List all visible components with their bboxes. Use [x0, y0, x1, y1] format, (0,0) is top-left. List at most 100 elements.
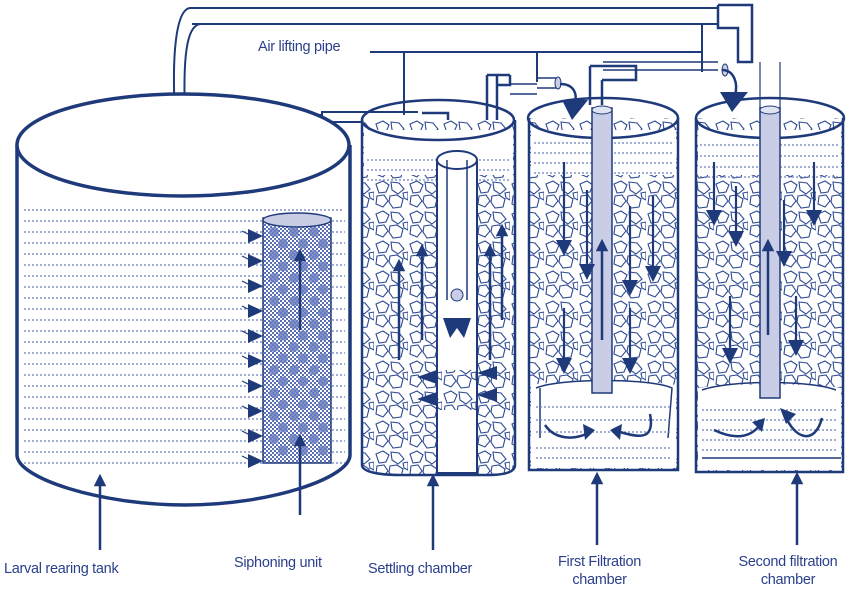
down-arrow-icon — [622, 280, 638, 296]
inflow-tail — [241, 355, 251, 361]
inflow-tail — [241, 330, 251, 336]
bead — [269, 388, 279, 398]
bead — [309, 227, 319, 237]
tank-water-lines — [24, 209, 345, 464]
bead — [269, 296, 279, 306]
bead — [289, 365, 299, 375]
inflow-arrow-icon — [248, 354, 263, 368]
bead — [318, 284, 328, 295]
label-first-filtration-chamber: First Filtration chamber — [552, 553, 647, 589]
inflow-arrow-icon — [248, 379, 263, 393]
bead — [269, 273, 279, 283]
bead — [278, 307, 288, 318]
inflow-tail — [241, 430, 251, 436]
bead — [309, 273, 319, 283]
bead — [298, 376, 308, 387]
bead — [269, 227, 279, 237]
label-first-filtration-line2: chamber — [572, 572, 627, 588]
label-air-lifting-pipe: Air lifting pipe — [258, 39, 341, 55]
bead — [289, 388, 299, 398]
bead — [309, 250, 319, 260]
down-arrow-icon — [706, 210, 722, 226]
inflow-tail — [241, 405, 251, 411]
down-arrow-icon — [556, 358, 572, 374]
down-arrow-icon — [722, 348, 738, 364]
label-larval-rearing-tank: Larval rearing tank — [4, 561, 119, 577]
bead — [298, 399, 308, 410]
bead — [318, 307, 328, 318]
bead — [278, 399, 288, 410]
bead — [309, 296, 319, 306]
down-arrow-icon — [622, 358, 638, 374]
bead — [289, 296, 299, 306]
bead — [278, 445, 288, 456]
first-inflow-arrowhead-icon — [562, 100, 588, 120]
down-arrow-icon — [556, 240, 572, 256]
bead — [289, 227, 299, 237]
down-arrow-icon — [579, 264, 595, 280]
bead — [289, 319, 299, 329]
inflow-arrow-icon — [248, 329, 263, 343]
inflow-tail — [241, 230, 251, 236]
siphoning-unit — [241, 212, 332, 515]
bead — [309, 388, 319, 398]
bead — [309, 365, 319, 375]
down-arrow-icon — [645, 266, 661, 282]
bead — [318, 376, 328, 387]
bead — [298, 330, 308, 341]
bead — [318, 261, 328, 272]
inflow-arrow-icon — [248, 454, 263, 468]
bead — [309, 411, 319, 421]
down-arrow-icon — [728, 231, 744, 247]
label-second-filtration-chamber: Second filtration chamber — [733, 553, 843, 589]
second-filtration-chamber — [694, 62, 846, 474]
inflow-arrow-icon — [248, 279, 263, 293]
first-filtration-chamber — [526, 96, 680, 472]
bead — [298, 353, 308, 364]
bead — [278, 376, 288, 387]
bead — [269, 365, 279, 375]
bead — [269, 319, 279, 329]
inflow-tail — [241, 380, 251, 386]
bead — [278, 330, 288, 341]
bead — [278, 353, 288, 364]
bead — [289, 273, 299, 283]
second-inflow-arrowhead-icon — [720, 92, 748, 112]
inflow-arrow-icon — [248, 254, 263, 268]
down-arrow-icon — [788, 340, 804, 356]
inflow-tail — [241, 305, 251, 311]
bead — [318, 353, 328, 364]
inflow-arrow-icon — [248, 229, 263, 243]
label-second-filtration-line1: Second filtration — [738, 554, 838, 570]
bead — [298, 238, 308, 249]
label-siphoning-unit: Siphoning unit — [234, 555, 322, 571]
bead — [278, 284, 288, 295]
inflow-arrow-icon — [248, 429, 263, 443]
bead — [278, 261, 288, 272]
down-arrow-icon — [776, 251, 792, 267]
bead — [278, 238, 288, 249]
inflow-tail — [241, 455, 251, 461]
bead — [289, 342, 299, 352]
bead — [298, 422, 308, 433]
bead — [309, 342, 319, 352]
bead — [318, 422, 328, 433]
bead — [278, 422, 288, 433]
bead — [269, 434, 279, 444]
settling-chamber — [360, 98, 517, 477]
bead — [318, 445, 328, 456]
label-settling-chamber: Settling chamber — [368, 561, 473, 577]
label-second-filtration-line2: chamber — [760, 572, 816, 588]
inflow-arrow-icon — [248, 404, 263, 418]
bead — [269, 411, 279, 421]
bead — [309, 319, 319, 329]
bead — [318, 238, 328, 249]
bead — [269, 342, 279, 352]
bead — [309, 434, 319, 444]
bead — [289, 250, 299, 260]
label-first-filtration-line1: First Filtration — [557, 554, 641, 570]
down-arrow-icon — [806, 210, 822, 226]
bead — [318, 330, 328, 341]
inflow-tail — [241, 255, 251, 261]
